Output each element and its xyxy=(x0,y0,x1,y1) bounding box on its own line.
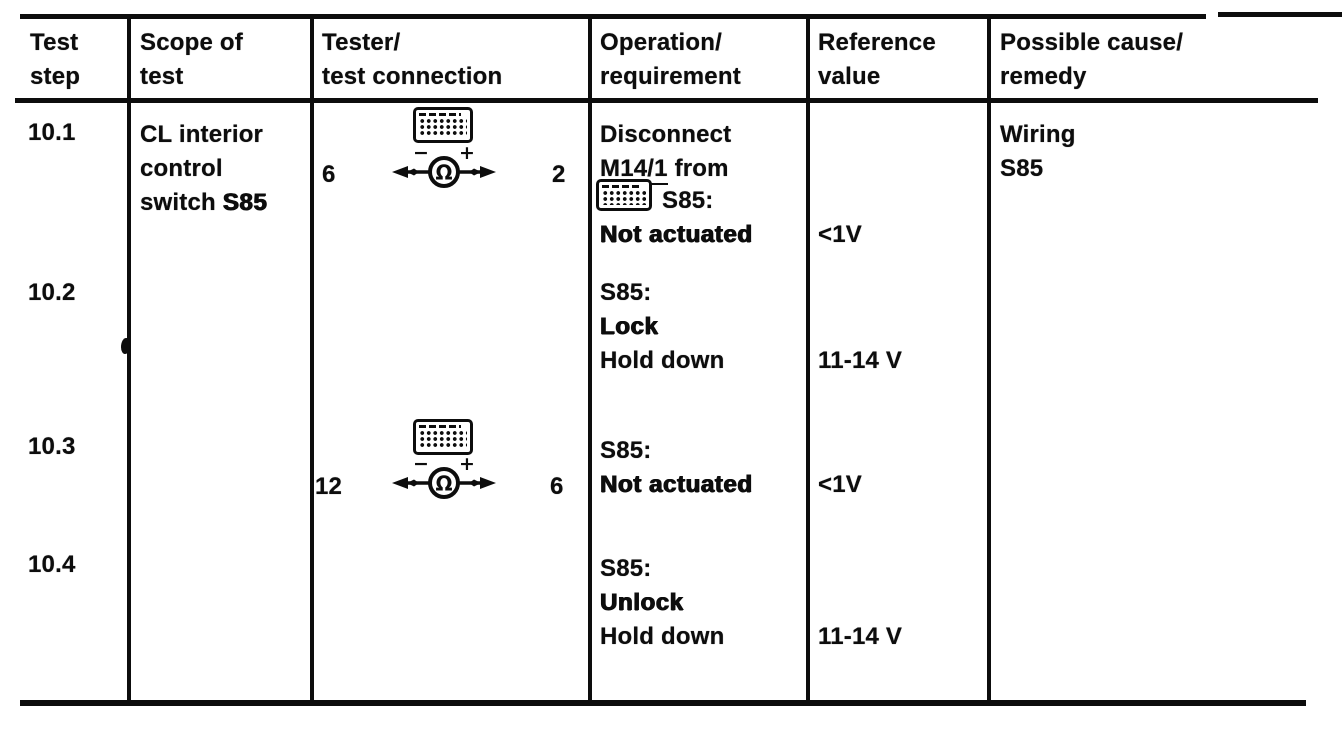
header-possible-cause: Possible cause/ remedy xyxy=(1000,26,1183,94)
component-id: S85 xyxy=(222,189,268,216)
tester-pin-right: 6 xyxy=(550,473,564,500)
top-border-right-segment xyxy=(1218,12,1342,17)
header-line: Test xyxy=(30,29,79,56)
operation-line: S85: xyxy=(600,555,652,582)
cause-line: S85 xyxy=(1000,155,1044,182)
minus-sign: − xyxy=(413,142,429,164)
scope-line: control xyxy=(140,155,223,182)
header-line: Possible cause/ xyxy=(1000,29,1184,56)
header-line: test connection xyxy=(322,63,503,90)
scope-line: switch S85 xyxy=(140,186,267,220)
header-line: Tester/ xyxy=(322,29,401,56)
column-divider xyxy=(310,14,314,706)
operation-line: Not actuated xyxy=(600,221,753,248)
header-scope-of-test: Scope of test xyxy=(140,26,243,94)
scope-cell: CL interior control switch S85 xyxy=(140,118,267,220)
ohmmeter-icon: Ω − + xyxy=(392,142,496,188)
plus-sign: + xyxy=(459,142,475,164)
step-label-10-3: 10.3 xyxy=(28,433,76,460)
reference-value: 11-14 V xyxy=(818,623,903,650)
header-line: value xyxy=(818,63,881,90)
header-underline xyxy=(15,98,1318,103)
operation-line: S85: xyxy=(600,437,652,464)
operation-line: M14/1 from xyxy=(600,152,729,186)
omega-symbol: Ω xyxy=(435,472,452,496)
keypad-icon xyxy=(413,107,473,143)
tester-pin-right: 2 xyxy=(552,161,566,188)
operation-line: Disconnect xyxy=(600,121,732,148)
header-tester-connection: Tester/ test connection xyxy=(322,26,502,94)
operation-line: Hold down xyxy=(600,347,725,374)
tester-pin-left: 6 xyxy=(322,161,336,188)
keypad-icon xyxy=(413,419,473,455)
column-divider xyxy=(806,14,810,706)
step-label-10-2: 10.2 xyxy=(28,279,76,306)
plus-sign: + xyxy=(459,453,475,475)
header-line: Reference xyxy=(818,29,936,56)
scope-line: CL interior xyxy=(140,121,264,148)
column-divider xyxy=(127,14,131,706)
step-label-10-4: 10.4 xyxy=(28,551,76,578)
column-divider xyxy=(987,14,991,706)
reference-value: <1V xyxy=(818,221,862,248)
header-line: Operation/ xyxy=(600,29,723,56)
tester-pin-left: 12 xyxy=(315,473,343,500)
reference-value: 11-14 V xyxy=(818,347,903,374)
operation-line: Hold down xyxy=(600,623,725,650)
column-divider xyxy=(588,14,592,706)
header-test-step: Test step xyxy=(30,26,80,94)
step-label-10-1: 10.1 xyxy=(28,119,76,146)
header-line: Scope of xyxy=(140,29,243,56)
cause-line: Wiring xyxy=(1000,121,1076,148)
top-border xyxy=(20,14,1206,19)
header-reference-value: Reference value xyxy=(818,26,936,94)
keypad-icon xyxy=(596,179,652,211)
header-operation-requirement: Operation/ requirement xyxy=(600,26,741,94)
cause-cell: Wiring S85 xyxy=(1000,118,1076,186)
omega-symbol: Ω xyxy=(435,161,452,185)
minus-sign: − xyxy=(413,453,429,475)
header-line: requirement xyxy=(600,63,741,90)
bottom-border xyxy=(20,700,1306,706)
component-ref: M14/1 xyxy=(600,155,668,185)
header-line: remedy xyxy=(1000,63,1087,90)
scan-artifact xyxy=(121,338,130,354)
operation-line: Not actuated xyxy=(600,471,753,498)
operation-line: Unlock xyxy=(600,589,684,616)
scope-word: switch xyxy=(140,189,216,216)
operation-line: S85: xyxy=(662,187,714,214)
ohmmeter-icon: Ω − + xyxy=(392,453,496,499)
operation-word: from xyxy=(674,155,729,182)
reference-value: <1V xyxy=(818,471,862,498)
operation-line: Lock xyxy=(600,313,659,340)
header-line: test xyxy=(140,63,184,90)
header-line: step xyxy=(30,63,81,90)
operation-line: S85: xyxy=(600,279,652,306)
